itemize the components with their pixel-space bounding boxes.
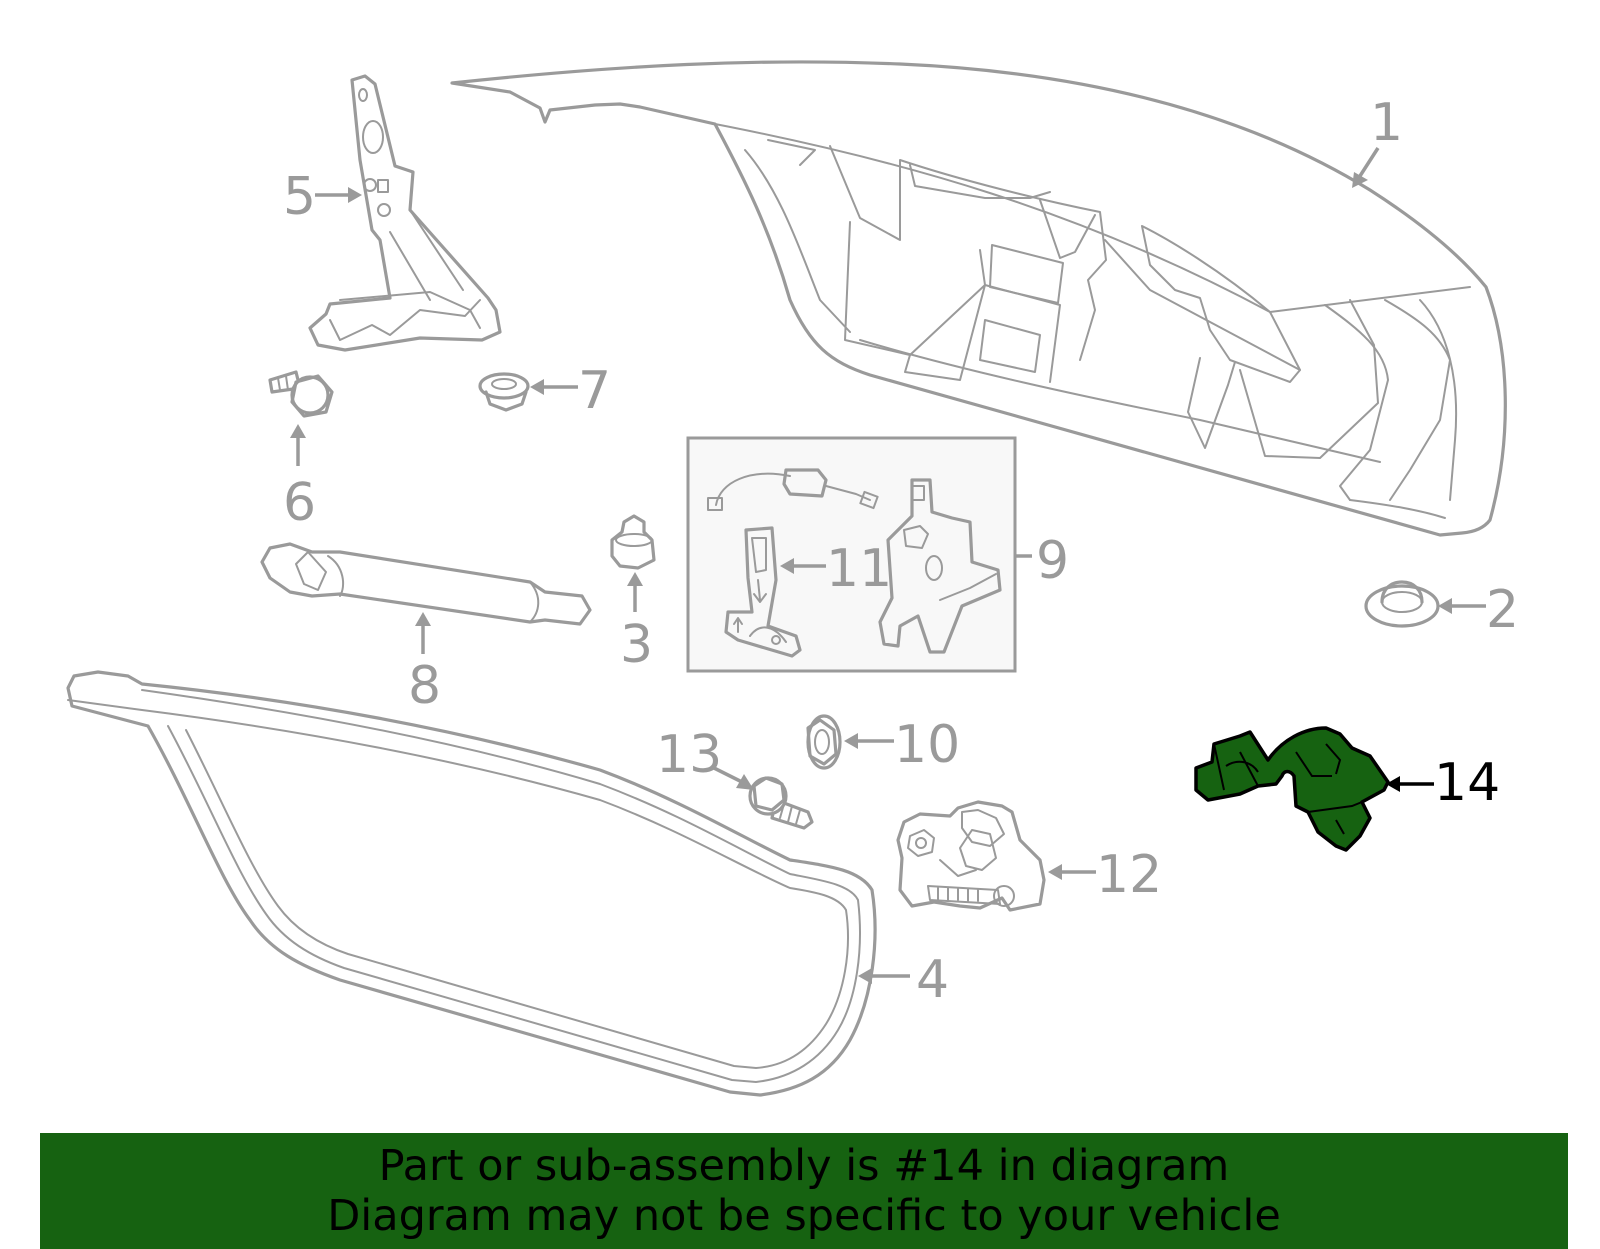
- part-10-nut: [806, 714, 842, 770]
- callout-5: 5: [283, 167, 316, 227]
- info-banner: Part or sub-assembly is #14 in diagram D…: [40, 1133, 1568, 1249]
- callout-10: 10: [894, 715, 960, 775]
- callout-4: 4: [916, 950, 949, 1010]
- part-3-bumper: [610, 514, 656, 570]
- callout-8: 8: [408, 656, 441, 716]
- part-9-latch-assembly-box: [686, 436, 1017, 673]
- callout-6: 6: [283, 473, 316, 533]
- part-12-latch: [896, 800, 1046, 912]
- part-11-release-handle: [724, 526, 802, 658]
- banner-line-part: Part or sub-assembly is #14 in diagram: [378, 1141, 1230, 1191]
- callout-13: 13: [656, 725, 722, 785]
- callout-11: 11: [826, 539, 892, 599]
- part-13-bolt: [748, 776, 814, 830]
- part-2-plug: [1364, 580, 1440, 628]
- callout-2: 2: [1486, 580, 1519, 640]
- part-7-nut: [478, 372, 530, 412]
- callout-7: 7: [578, 361, 611, 421]
- callout-14: 14: [1434, 753, 1500, 813]
- part-4-weatherstrip: [66, 670, 877, 1097]
- part-5-hinge: [308, 74, 502, 352]
- banner-line-disclaimer: Diagram may not be specific to your vehi…: [327, 1191, 1281, 1241]
- callout-12: 12: [1096, 845, 1162, 905]
- part-6-bolt: [268, 370, 334, 418]
- callout-9: 9: [1036, 531, 1069, 591]
- part-14-bracket-highlighted: [1194, 726, 1390, 852]
- part-8-strut: [260, 542, 592, 626]
- callout-3: 3: [620, 615, 653, 675]
- part-1-trunk-lid: [450, 60, 1507, 537]
- callout-1: 1: [1370, 93, 1403, 153]
